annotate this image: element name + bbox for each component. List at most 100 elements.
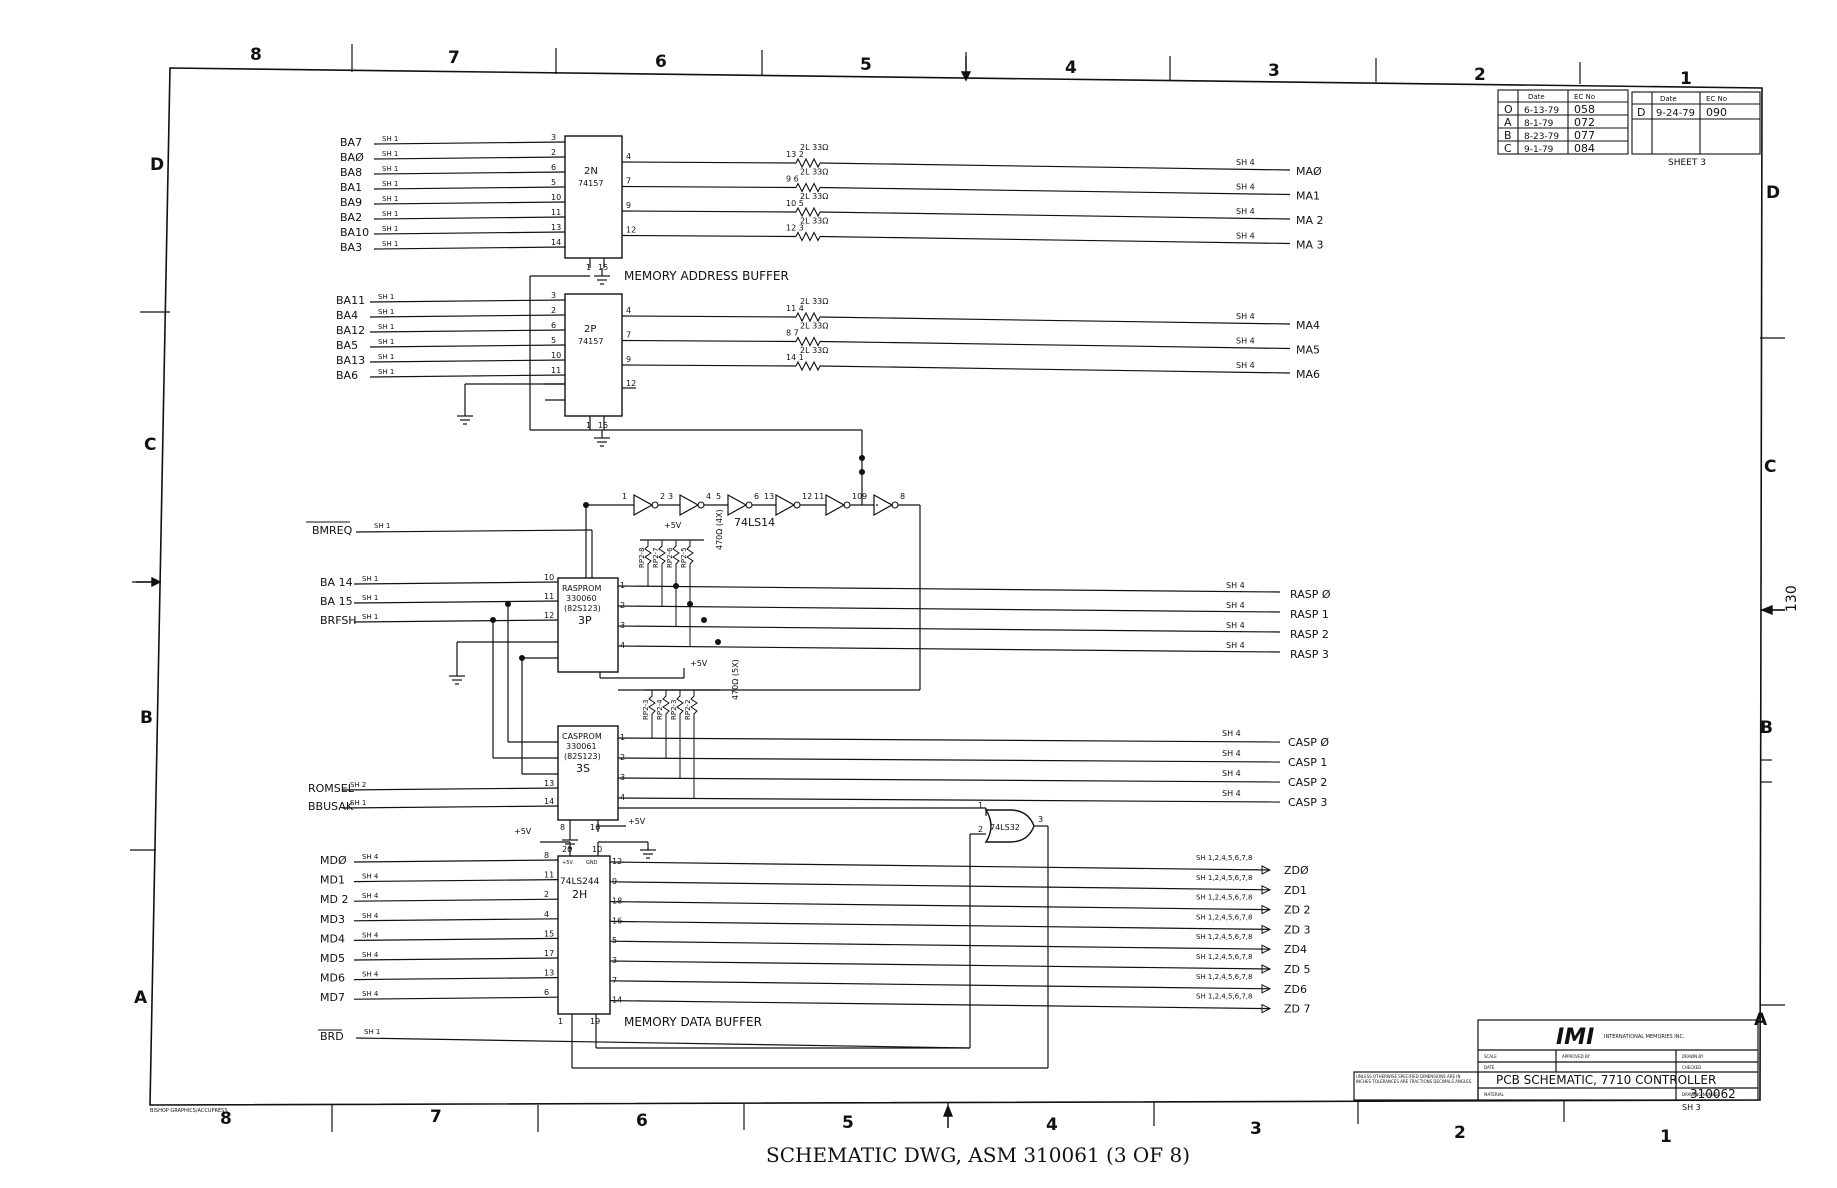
pin-number: 9 [626, 201, 631, 210]
signal-label: MD1 [320, 874, 345, 887]
signal-label: ZD 5 [1284, 963, 1311, 976]
input-wire [373, 171, 566, 175]
inverter-bubble [891, 501, 899, 509]
pin-number: 2 [551, 148, 556, 157]
sheet-ref: SH 4 [1236, 207, 1255, 216]
signal-label: ROMSEL [308, 782, 355, 795]
title-field-dwg-number: DRAWING NUMBER [1682, 1092, 1720, 1097]
rev-c-date: 9-1-79 [1524, 145, 1554, 155]
input-wire [373, 156, 566, 160]
chip-3p-rasprom: RASPROM 330060 (82S123) 3P [557, 577, 619, 673]
input-wire [353, 957, 559, 961]
junction-dots [490, 455, 865, 661]
output-wire [609, 901, 1271, 911]
zone-col-bottom-2: 2 [1454, 1123, 1466, 1143]
revision-block [1497, 89, 1761, 155]
drawing-number: 310062 [1690, 1087, 1736, 1101]
signal-label: BBUSAK [308, 800, 354, 813]
signal-label: CASP 1 [1288, 756, 1327, 769]
casp-pullup [648, 690, 656, 738]
sheet-ref: SH 4 [1226, 621, 1245, 630]
rev-0-letter: O [1504, 103, 1513, 116]
chip-2p: 2P 74157 [564, 293, 623, 417]
pin-number: 4 [706, 492, 711, 501]
printer-mark: BISHOP GRAPHICS/ACCUPRESS [150, 1108, 228, 1114]
chip-2p-id: 2P [584, 324, 596, 335]
zone-labels: 8 7 6 5 4 3 2 1 8 7 6 5 4 3 2 1 D C B A … [134, 45, 1780, 1147]
signal-label: BA 14 [320, 576, 353, 589]
zone-col-bottom-4: 4 [1046, 1115, 1058, 1135]
signal-label: BA13 [336, 354, 365, 367]
zone-col-top-3: 3 [1268, 61, 1280, 81]
pin-number: 6 [754, 492, 759, 501]
chip-2p-type: 74157 [578, 337, 603, 346]
input-wire [353, 581, 559, 585]
rev-c-ec: 084 [1574, 142, 1595, 155]
pin-number: 8 [900, 492, 905, 501]
title-block-frame [1353, 1019, 1759, 1101]
pin-number: 1 [622, 492, 627, 501]
rev-d-ec: 090 [1706, 106, 1727, 119]
inverter-chain-type: 74LS14 [734, 516, 775, 529]
signal-label: MDØ [320, 854, 347, 867]
zone-arrows [136, 56, 1785, 1128]
resistor-pins: 10 5 [786, 199, 804, 208]
pullup-label: RP2-6 [666, 547, 674, 568]
rev-d-header-ec: EC No [1706, 95, 1727, 103]
sheet-ref: SH 4 [1236, 232, 1255, 241]
output-wire [819, 316, 1291, 325]
chip-3s-type: CASPROM [562, 732, 602, 741]
input-wire [369, 359, 566, 363]
signal-label: BAØ [340, 151, 364, 164]
zone-row-right-C: C [1764, 457, 1776, 477]
sheet-ref: SH 2 [350, 781, 366, 789]
sheet-ref: SH 1 [378, 338, 394, 346]
sheet-ref: SH 1 [362, 594, 378, 602]
input-wire [353, 879, 559, 883]
or-gate-type: 74LS32 [990, 823, 1020, 832]
pin-number: 10 [852, 492, 862, 501]
input-wire [353, 918, 559, 922]
signal-label: MA4 [1296, 319, 1320, 332]
input-wire [373, 231, 566, 235]
gate-pin-3: 3 [1038, 815, 1043, 824]
chip-3s-extra: (82S123) [564, 752, 601, 761]
rev-b-letter: B [1504, 129, 1512, 142]
title-block: IMI INTERNATIONAL MEMORIES INC. SCALE DA… [1356, 1025, 1736, 1112]
signal-label: MD6 [320, 972, 345, 985]
series-resistor [795, 336, 821, 347]
signal-label: CASP Ø [1288, 736, 1329, 749]
resistor-pins: 11 4 [786, 304, 804, 313]
title-field-drawn: DRAWN BY [1682, 1054, 1704, 1059]
sheet-ref: SH 1,2,4,5,6,7,8 [1196, 953, 1252, 961]
signal-label: MA5 [1296, 344, 1320, 357]
rasp-resistor-pack: 470Ω (4X) [715, 509, 724, 550]
input-wire [373, 216, 566, 220]
signal-label: RASP Ø [1290, 588, 1331, 601]
pin-2n-enable: 15 [598, 263, 608, 272]
signal-label: ZD4 [1284, 943, 1307, 956]
vcc-label-rasp: +5V [664, 521, 682, 530]
resistor-pins: 13 2 [786, 150, 804, 159]
title-field-checked: CHECKED [1682, 1065, 1701, 1070]
rasp-pullup [644, 540, 652, 586]
zone-col-top-6: 6 [655, 52, 667, 72]
rasp-pullup [672, 540, 680, 626]
signal-label: BA8 [340, 166, 362, 179]
sheet-ref: SH 1 [350, 799, 366, 807]
output-wire [609, 920, 1271, 930]
chip-2n: 2N 74157 [564, 135, 623, 259]
input-wire [369, 344, 566, 348]
sheet-ref: SH 1,2,4,5,6,7,8 [1196, 874, 1252, 882]
zone-row-left-C: C [144, 435, 156, 455]
output-wire [609, 861, 1271, 871]
output-wire [621, 210, 797, 213]
series-resistor [795, 360, 821, 372]
output-arrow [1261, 924, 1272, 935]
pin-number: 4 [544, 910, 549, 919]
